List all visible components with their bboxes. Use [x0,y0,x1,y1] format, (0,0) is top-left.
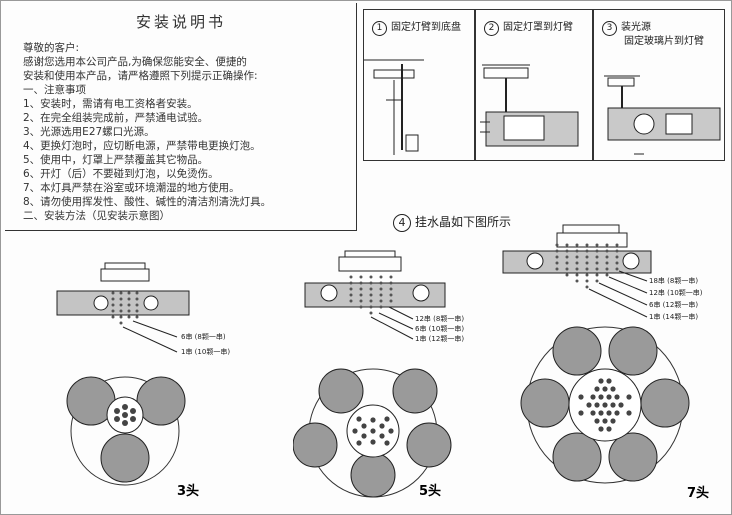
step-4-heading: 4 挂水晶如下图所示 [393,213,511,232]
step-number: 3 [602,21,617,36]
instruction-line: 一、注意事项 [23,84,86,96]
step-3-panel: 3 装光源 固定玻璃片到灯臂 [593,9,725,161]
figure-name: 5头 [419,483,441,499]
instruction-line: 安装和使用本产品，请严格遵照下列提示正确操作: [23,70,258,82]
figure-3-heads: 6串 (8颗一串) 1串 (10颗一串) 3头 [56,262,230,499]
step-2-heading: 2 固定灯罩到灯臂 [484,18,573,36]
step-3-text: 装光源 [621,22,651,33]
figure-label: 6串 (10颗一串) [415,325,464,333]
step-3-heading: 3 装光源 [602,18,651,36]
instruction-line: 5、使用中，灯罩上严禁覆盖其它物品。 [23,154,209,166]
step-number: 2 [484,21,499,36]
instruction-line: 3、光源选用E27螺口光源。 [23,126,155,138]
instruction-line: 4、更换灯泡时，应切断电源，严禁带电更换灯泡。 [23,140,261,152]
figure-5-heads: 12串 (8颗一串) 6串 (10颗一串) 1串 (12颗一串) 5头 [293,250,464,499]
instruction-line: 7、本灯具严禁在浴室或环境潮湿的地方使用。 [23,182,240,194]
figure-label: 18串 (8颗一串) [649,277,698,285]
figure-label: 1串 (10颗一串) [181,348,230,356]
step-3-diagram [604,75,721,155]
figure-label: 12串 (8颗一串) [415,315,464,323]
instruction-line: 二、安装方法（见安装示意图） [23,210,170,222]
step-1-heading: 1 固定灯臂到底盘 [372,18,461,36]
figure-label: 1串 (14颗一串) [649,313,698,321]
figure-label: 1串 (12颗一串) [415,335,464,343]
instruction-line: 8、请勿使用挥发性、酸性、碱性的清洁剂清洗灯具。 [23,196,272,208]
step-2-text: 固定灯罩到灯臂 [503,22,573,33]
figure-7-heads: 18串 (8颗一串) 12串 (10颗一串) 6串 (12颗一串) 1串 (14… [502,224,709,501]
step-2-panel: 2 固定灯罩到灯臂 [475,9,593,161]
step-1-text: 固定灯臂到底盘 [391,22,461,33]
step-3-text-line2: 固定玻璃片到灯臂 [624,36,704,47]
instruction-line: 2、在完全组装完成前，严禁通电试验。 [23,112,209,124]
step-number: 4 [393,214,411,232]
instruction-line: 6、开灯（后）不要碰到灯泡，以免烫伤。 [23,168,219,180]
figure-label: 6串 (12颗一串) [649,301,698,309]
sheet-title: 安装说明书 [135,13,226,31]
step-1-diagram [364,59,424,155]
step-2-diagram [480,64,579,147]
instruction-line: 感谢您选用本公司产品,为确保您能安全、便捷的 [23,56,247,68]
figure-name: 7头 [687,485,709,501]
figure-name: 3头 [177,483,199,499]
step-1-panel: 1 固定灯臂到底盘 [363,9,475,161]
instruction-line: 1、安装时，需请有电工资格者安装。 [23,98,198,110]
figure-label: 12串 (10颗一串) [649,289,703,297]
figure-label: 6串 (8颗一串) [181,333,226,341]
step-number: 1 [372,21,387,36]
instructions-panel: 安装说明书 尊敬的客户: 感谢您选用本公司产品,为确保您能安全、便捷的 安装和使… [5,3,357,231]
step-4-text: 挂水晶如下图所示 [415,215,512,229]
instruction-line: 尊敬的客户: [23,42,80,54]
